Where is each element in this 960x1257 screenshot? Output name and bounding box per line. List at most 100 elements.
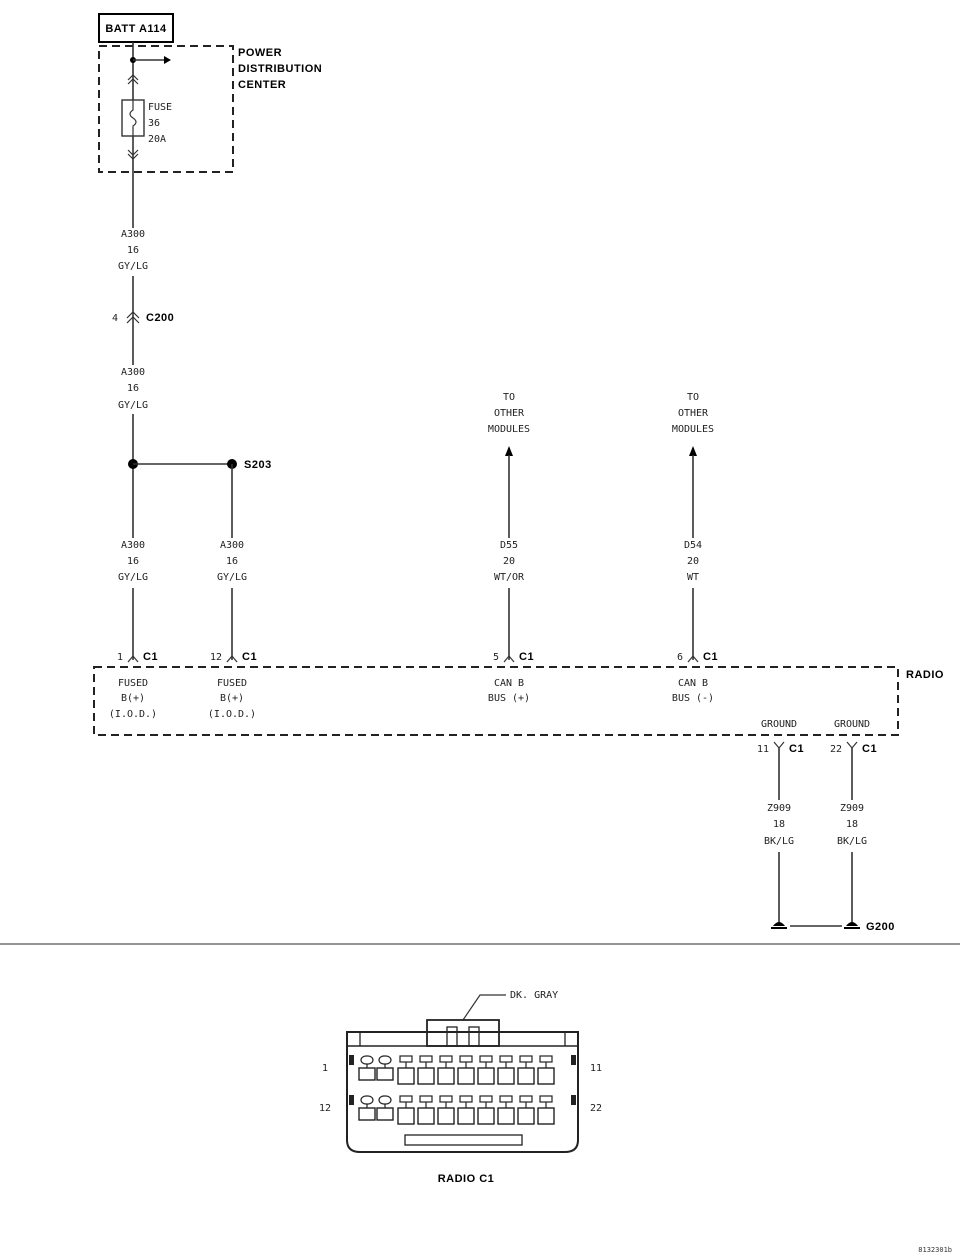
battery-feed-label: BATT A114 xyxy=(98,13,174,43)
wire-a300-code-4: A300 xyxy=(220,540,244,551)
svg-text:22: 22 xyxy=(830,744,842,755)
radio-c1-pin6: 6 C1 xyxy=(677,651,718,663)
d55-dest-line1: TO xyxy=(503,392,515,403)
svg-text:C1: C1 xyxy=(519,651,534,663)
radio-c1-pin12: 12 C1 xyxy=(210,651,257,663)
svg-text:C1: C1 xyxy=(143,651,158,663)
wire-a300-gauge-3: 16 xyxy=(127,556,139,567)
wire-d54-gauge: 20 xyxy=(687,556,699,567)
radio-c1-pin22: 22 C1 xyxy=(830,741,877,755)
connector-pin12-label: 12 xyxy=(319,1103,331,1114)
svg-text:5: 5 xyxy=(493,652,499,663)
wire-a300-code-1: A300 xyxy=(121,229,145,240)
radio-c1-pin11: 11 C1 xyxy=(757,741,804,755)
wire-d55-color: WT/OR xyxy=(494,572,525,583)
wire-d54-code: D54 xyxy=(684,540,702,551)
pdc-label-line3: CENTER xyxy=(238,79,286,91)
pin6-function-line1: CAN B xyxy=(678,678,708,689)
connector-pin11-label: 11 xyxy=(590,1063,602,1074)
connector-cavity xyxy=(417,1055,435,1085)
connector-cavity xyxy=(437,1055,455,1085)
connector-cavity xyxy=(537,1095,555,1125)
pin6-function-line2: BUS (-) xyxy=(672,693,714,704)
svg-text:C1: C1 xyxy=(242,651,257,663)
d55-dest-line3: MODULES xyxy=(488,424,530,435)
wire-a300-gauge-4: 16 xyxy=(226,556,238,567)
fuse-number: 36 xyxy=(148,118,160,129)
batt-label: BATT A114 xyxy=(105,23,167,35)
svg-text:C1: C1 xyxy=(862,743,877,755)
wire-a300-gauge-2: 16 xyxy=(127,383,139,394)
pin1-function-line1: FUSED xyxy=(118,678,148,689)
connector-body xyxy=(346,1031,579,1153)
figure-id: 8132301b xyxy=(918,1246,952,1254)
d54-dest-line2: OTHER xyxy=(678,408,709,419)
connector-pin22-label: 22 xyxy=(590,1103,602,1114)
connector-cavity xyxy=(457,1095,475,1125)
wire-z909-code-2: Z909 xyxy=(840,803,864,814)
wire-z909-color-2: BK/LG xyxy=(837,836,867,847)
splice-label: S203 xyxy=(244,459,272,471)
connector-cavities xyxy=(358,1055,555,1125)
connector-cavity xyxy=(477,1055,495,1085)
dk-gray-leader-line xyxy=(462,994,506,1021)
wire-z909-color-1: BK/LG xyxy=(764,836,794,847)
connector-cavity xyxy=(397,1055,415,1085)
fuse-label: FUSE xyxy=(148,102,172,113)
radio-c1-pin5: 5 C1 xyxy=(493,651,534,663)
connector-cavity xyxy=(417,1095,435,1125)
pin12-function-line2: B(+) xyxy=(220,693,244,704)
power-distribution-center-box xyxy=(98,45,234,173)
pdc-connector-top-icon xyxy=(127,74,139,85)
connector-latch xyxy=(426,1019,500,1047)
pdc-branch-arrow xyxy=(164,56,171,64)
connector-cavity xyxy=(376,1055,394,1081)
connector-cavity xyxy=(497,1055,515,1085)
wire-a300-color-1: GY/LG xyxy=(118,261,148,272)
wire-a300-color-3: GY/LG xyxy=(118,572,148,583)
wire-z909-gauge-2: 18 xyxy=(846,819,858,830)
connector-title: RADIO C1 xyxy=(438,1173,495,1185)
pin11-function: GROUND xyxy=(761,719,797,730)
connector-cavity xyxy=(457,1055,475,1085)
connector-cavity xyxy=(517,1055,535,1085)
connector-pin1-label: 1 xyxy=(322,1063,328,1074)
d54-arrow-icon xyxy=(689,446,697,456)
c200-connector-icon xyxy=(126,311,140,324)
connector-cavity xyxy=(517,1095,535,1125)
pin22-function: GROUND xyxy=(834,719,870,730)
fuse-rating: 20A xyxy=(148,134,166,145)
connector-cavity xyxy=(477,1095,495,1125)
connector-cavity xyxy=(497,1095,515,1125)
connector-cavity xyxy=(376,1095,394,1121)
ground-g200-label: G200 xyxy=(866,921,895,933)
svg-text:C1: C1 xyxy=(789,743,804,755)
connector-cavity xyxy=(397,1095,415,1125)
connector-cavity xyxy=(437,1095,455,1125)
fuse-element-icon xyxy=(129,100,137,136)
ground-symbol-left-icon xyxy=(771,922,787,929)
connector-cavity xyxy=(358,1095,376,1121)
svg-text:12: 12 xyxy=(210,652,222,663)
wire-d55-code: D55 xyxy=(500,540,518,551)
wire-a300-gauge-1: 16 xyxy=(127,245,139,256)
radio-module-box xyxy=(93,666,899,736)
wire-a300-color-4: GY/LG xyxy=(217,572,247,583)
svg-text:6: 6 xyxy=(677,652,683,663)
svg-text:11: 11 xyxy=(757,744,769,755)
wire-a300-code-2: A300 xyxy=(121,367,145,378)
dk-gray-label: DK. GRAY xyxy=(510,990,558,1001)
pin5-function-line1: CAN B xyxy=(494,678,524,689)
pin12-function-line3: (I.O.D.) xyxy=(208,709,256,720)
pin12-function-line1: FUSED xyxy=(217,678,247,689)
radio-label: RADIO xyxy=(906,669,944,681)
wire-z909-gauge-1: 18 xyxy=(773,819,785,830)
pdc-label-line1: POWER xyxy=(238,47,282,59)
connector-cavity xyxy=(537,1055,555,1085)
radio-c1-pin1: 1 C1 xyxy=(117,651,158,663)
wire-z909-code-1: Z909 xyxy=(767,803,791,814)
pdc-label-line2: DISTRIBUTION xyxy=(238,63,322,75)
radio-c1-connector-face: DK. GRAY 1 11 12 22 xyxy=(319,990,602,1153)
ground-symbol-right-icon xyxy=(844,922,860,929)
wire-a300-code-3: A300 xyxy=(121,540,145,551)
